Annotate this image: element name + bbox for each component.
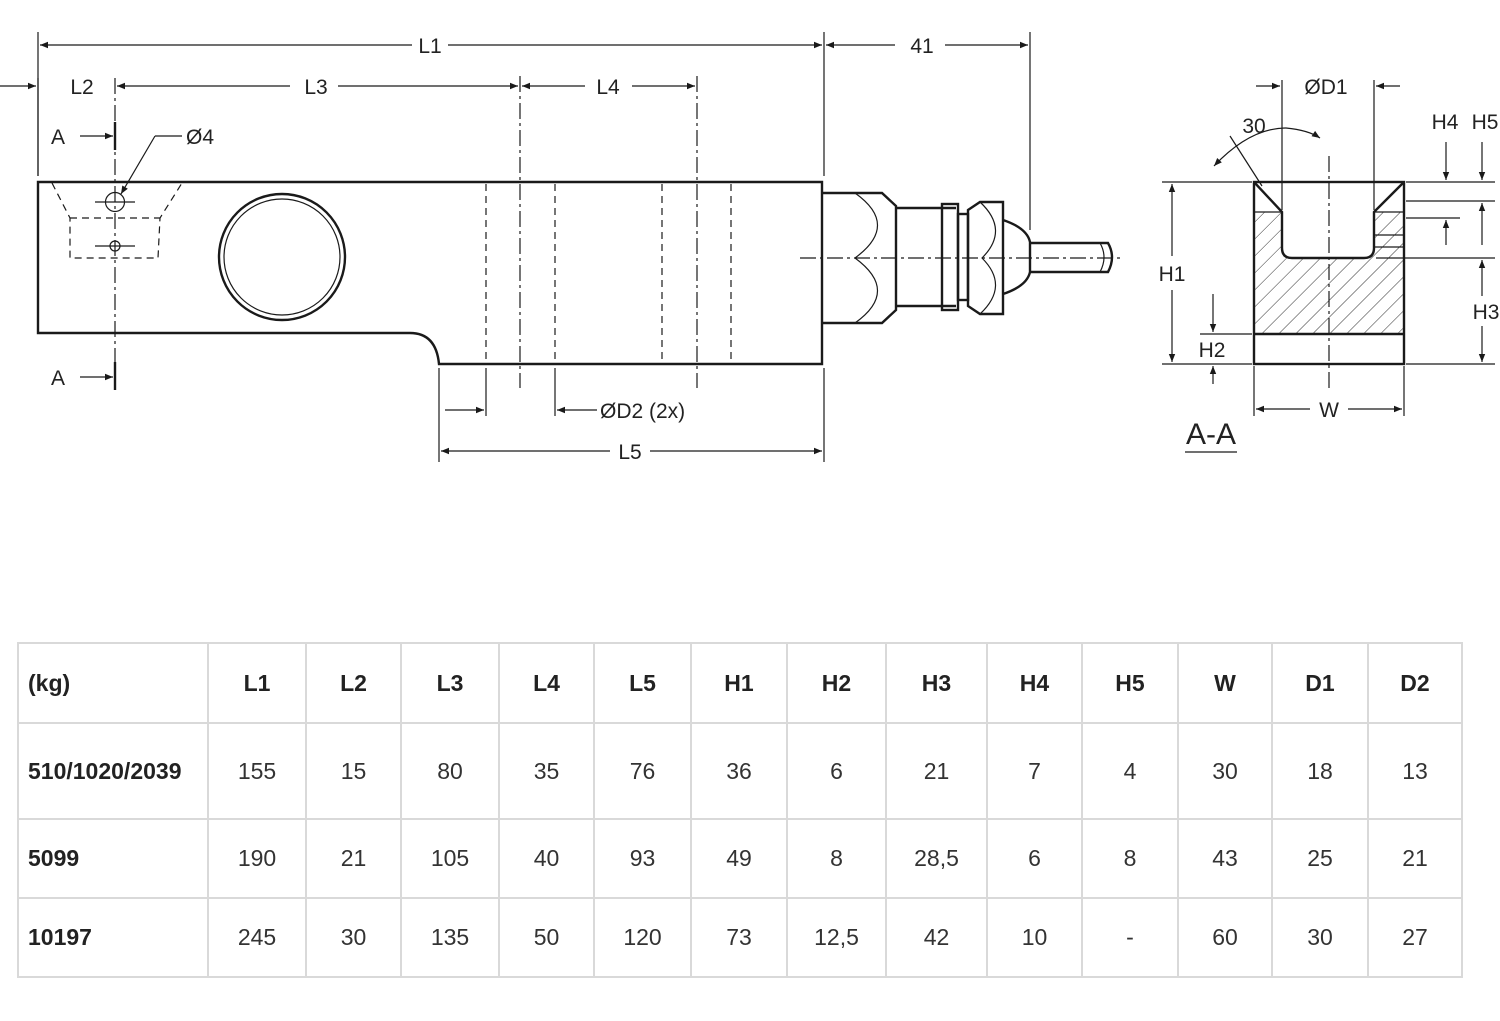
table-cell: - — [1081, 897, 1179, 978]
table-cell: 30 — [1271, 897, 1369, 978]
table-cell: 28,5 — [885, 818, 988, 899]
table-cell: 6 — [786, 722, 887, 820]
table-cell: 40 — [498, 818, 595, 899]
section-mark-a-bottom: A — [51, 367, 65, 390]
dim-angle: 30 — [1242, 115, 1265, 138]
dim-cable-length: 41 — [910, 35, 933, 58]
dim-l1: L1 — [418, 35, 441, 58]
table-cell: 8 — [786, 818, 887, 899]
table-cell: 21 — [885, 722, 988, 820]
table-cell: 73 — [690, 897, 788, 978]
dim-h1: H1 — [1159, 263, 1186, 286]
header-l4: L4 — [498, 642, 595, 724]
header-h4: H4 — [986, 642, 1083, 724]
header-capacity: (kg) — [17, 642, 209, 724]
mounting-bore — [217, 192, 347, 322]
table-header-row: (kg) L1 L2 L3 L4 L5 H1 H2 H3 H4 H5 W D1 … — [17, 642, 1463, 724]
header-l2: L2 — [305, 642, 402, 724]
table-cell: 8 — [1081, 818, 1179, 899]
table-cell: 21 — [1367, 818, 1463, 899]
table-cell: 43 — [1177, 818, 1273, 899]
dim-l4: L4 — [596, 76, 620, 99]
table-cell: 7 — [986, 722, 1083, 820]
dim-hole: Ø4 — [186, 126, 214, 149]
dim-h4: H4 — [1432, 111, 1459, 134]
section-view: ØD1 30 H4 H5 H3 H1 H2 — [1159, 76, 1500, 453]
table-row: 510/1020/2039 155 15 80 35 76 36 6 21 7 … — [17, 722, 1463, 820]
table-cell: 80 — [400, 722, 500, 820]
header-l3: L3 — [400, 642, 500, 724]
header-d1: D1 — [1271, 642, 1369, 724]
dim-h5: H5 — [1472, 111, 1499, 134]
header-h2: H2 — [786, 642, 887, 724]
table-cell: 4 — [1081, 722, 1179, 820]
load-cell-body — [36, 180, 824, 366]
dim-bore: ØD2 (2x) — [600, 400, 685, 423]
table-cell: 50 — [498, 897, 595, 978]
row-capacity: 510/1020/2039 — [17, 722, 209, 820]
table-cell: 21 — [305, 818, 402, 899]
table-cell: 10 — [986, 897, 1083, 978]
row-capacity: 10197 — [17, 897, 209, 978]
header-h3: H3 — [885, 642, 988, 724]
table-cell: 13 — [1367, 722, 1463, 820]
cable-gland — [822, 191, 898, 325]
dim-l3: L3 — [304, 76, 327, 99]
section-title: A-A — [1186, 418, 1236, 451]
header-l5: L5 — [593, 642, 692, 724]
section-outline — [1252, 180, 1406, 366]
table-cell: 155 — [207, 722, 307, 820]
table-row: 5099 190 21 105 40 93 49 8 28,5 6 8 43 2… — [17, 818, 1463, 899]
dim-d1: ØD1 — [1304, 76, 1347, 99]
section-mark-a-top: A — [51, 126, 65, 149]
table-cell: 120 — [593, 897, 692, 978]
dim-l2: L2 — [70, 76, 93, 99]
table-cell: 36 — [690, 722, 788, 820]
header-w: W — [1177, 642, 1273, 724]
header-d2: D2 — [1367, 642, 1463, 724]
table-cell: 18 — [1271, 722, 1369, 820]
technical-drawing: L1 41 L2 L3 L4 A A Ø4 ØD2 (2x) — [0, 32, 1500, 464]
table-cell: 60 — [1177, 897, 1273, 978]
dim-h2: H2 — [1199, 339, 1226, 362]
table-cell: 12,5 — [786, 897, 887, 978]
dim-l5: L5 — [618, 441, 641, 464]
table-cell: 135 — [400, 897, 500, 978]
row-capacity: 5099 — [17, 818, 209, 899]
header-h5: H5 — [1081, 642, 1179, 724]
table-cell: 190 — [207, 818, 307, 899]
front-view: L1 41 L2 L3 L4 A A Ø4 ØD2 (2x) — [0, 32, 1120, 464]
table-cell: 42 — [885, 897, 988, 978]
table-row: 10197 245 30 135 50 120 73 12,5 42 10 - … — [17, 897, 1463, 978]
table-cell: 105 — [400, 818, 500, 899]
table-cell: 25 — [1271, 818, 1369, 899]
cable — [1030, 241, 1114, 274]
dim-w: W — [1319, 399, 1339, 422]
table-cell: 15 — [305, 722, 402, 820]
table-cell: 30 — [1177, 722, 1273, 820]
header-h1: H1 — [690, 642, 788, 724]
table-cell: 245 — [207, 897, 307, 978]
table-cell: 6 — [986, 818, 1083, 899]
dimension-table: (kg) L1 L2 L3 L4 L5 H1 H2 H3 H4 H5 W D1 … — [17, 642, 1463, 978]
header-l1: L1 — [207, 642, 307, 724]
table-cell: 76 — [593, 722, 692, 820]
table-cell: 30 — [305, 897, 402, 978]
dim-h3: H3 — [1473, 301, 1500, 324]
table-cell: 49 — [690, 818, 788, 899]
table-cell: 93 — [593, 818, 692, 899]
table-cell: 27 — [1367, 897, 1463, 978]
table-cell: 35 — [498, 722, 595, 820]
